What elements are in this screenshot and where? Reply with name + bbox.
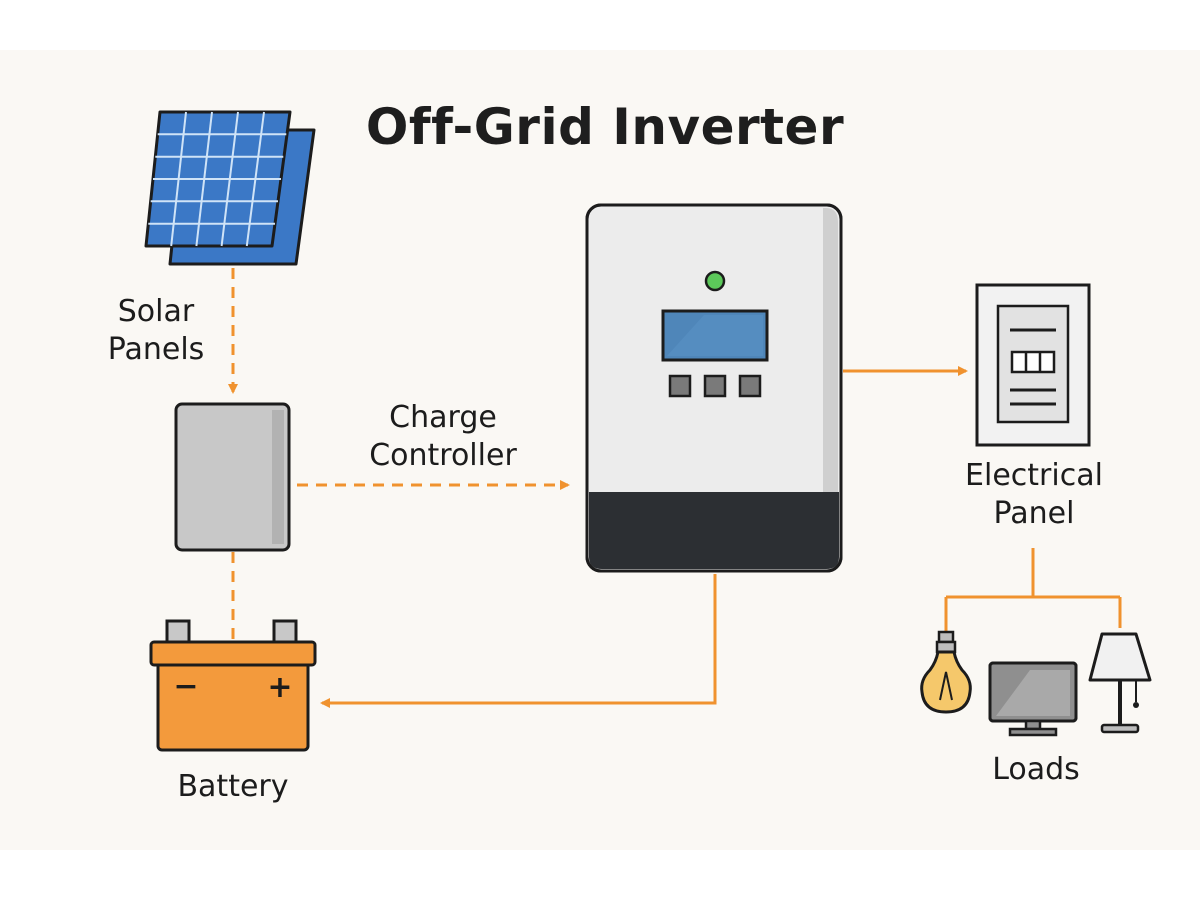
- charge-controller-label-line2: Controller: [369, 437, 517, 473]
- inverter-button-3: [738, 374, 762, 398]
- wire-panel-to-loads: [944, 548, 1122, 632]
- charge-controller-label-line1: Charge: [389, 400, 497, 435]
- solar-panels-label: Solar Panels: [88, 293, 224, 368]
- lcd-glare: [667, 315, 763, 356]
- electrical-panel-label-line1: Electrical: [965, 458, 1103, 493]
- lamp-icon: [1088, 632, 1152, 734]
- charge-controller-icon: [174, 402, 291, 552]
- inverter-button-1: [668, 374, 692, 398]
- monitor-icon: [988, 661, 1078, 737]
- charge-controller-label: Charge Controller: [350, 399, 536, 474]
- solar-panels-label-line1: Solar: [117, 294, 195, 329]
- solar-panel-icon: [144, 110, 316, 266]
- electrical-panel-label-line2: Panel: [993, 495, 1075, 531]
- battery-label: Battery: [177, 769, 289, 804]
- inverter-status-led: [704, 270, 726, 292]
- electrical-panel-icon: [975, 283, 1091, 447]
- electrical-panel-label: Electrical Panel: [948, 457, 1120, 532]
- light-bulb-icon: [920, 630, 972, 714]
- wire-inverter-to-battery: [320, 574, 717, 708]
- charge-controller-shade: [272, 410, 284, 544]
- diagram-title: Off-Grid Inverter: [365, 98, 845, 156]
- solar-panels-label-line2: Panels: [107, 331, 205, 367]
- battery-icon: [149, 619, 317, 752]
- battery-positive-symbol: +: [267, 670, 292, 705]
- loads-label: Loads: [992, 752, 1080, 787]
- battery-negative-symbol: −: [173, 669, 198, 704]
- inverter-button-2: [703, 374, 727, 398]
